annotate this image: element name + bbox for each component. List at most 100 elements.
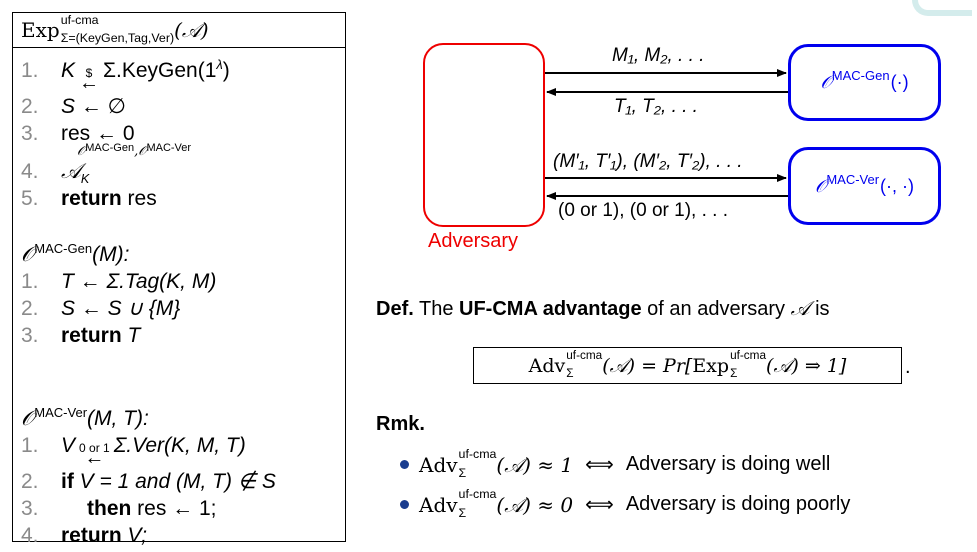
ver-oracle-title: 𝒪MAC-Ver(M, T): <box>21 405 276 432</box>
line-number: 1. <box>21 270 39 293</box>
close-paren: ) <box>222 59 230 82</box>
exp-argument: (𝒜) <box>174 18 209 42</box>
dollar-label: $ <box>85 66 93 80</box>
step-body: then res ← 1; <box>61 495 217 522</box>
step-line: 1. T ← Σ.Tag(K, M) <box>21 268 216 295</box>
gen-box-name: MAC-Gen <box>831 68 890 83</box>
adversary-call: 𝒜K 𝒪MAC-Gen,𝒪MAC-Ver <box>61 142 191 187</box>
defined-term: UF-CMA advantage <box>459 298 642 320</box>
return-keyword: return <box>61 524 122 547</box>
step-line: 2. if V = 1 and (M, T) ∉ S <box>21 468 276 495</box>
if-keyword: if <box>61 470 74 493</box>
return-value: V; <box>121 524 147 547</box>
gen-oracle-signature: 𝒪MAC-Gen(M): <box>21 241 129 268</box>
step-body: return V; <box>61 522 147 549</box>
return-value: T <box>121 324 141 347</box>
line-number: 1. <box>21 434 39 457</box>
then-keyword: then <box>87 497 132 520</box>
step-line: 2. S ← ∅ <box>21 93 230 120</box>
adversary-key-sub: K <box>80 172 90 187</box>
gen-oracle-definition: 𝒪MAC-Gen(M): 1. T ← Σ.Tag(K, M) 2. S ← S… <box>21 241 216 349</box>
remark-text: Adversary is doing poorly <box>625 493 851 515</box>
line-number: 1. <box>21 59 39 82</box>
exp-sub: Σ <box>730 366 738 380</box>
step-body: K$←Σ.KeyGen(1λ) <box>61 57 230 93</box>
line-number: 3. <box>21 122 39 145</box>
line-number: 2. <box>21 95 39 118</box>
step-line: 5. return res <box>21 185 230 212</box>
remark-heading: Rmk. <box>376 413 425 435</box>
bullet-icon <box>400 500 409 509</box>
step-body: return res <box>61 185 157 212</box>
random-assign-arrow: $← <box>79 67 99 93</box>
adv-symbol: Adv <box>419 452 458 477</box>
oracle-o-1: 𝒪 <box>77 144 86 159</box>
adversary-symbol: 𝒜 <box>61 159 81 183</box>
arrow-label-verification-bits: (0 or 1), (0 or 1), . . . <box>558 200 728 221</box>
oracle-o: 𝒪 <box>21 242 35 266</box>
arrow-label-tags: T₁, T₂, . . . <box>614 96 698 117</box>
formula-period: . <box>905 356 911 378</box>
oracle-args: (M): <box>92 243 130 266</box>
assign-arrow: 0 or 1← <box>79 442 110 468</box>
assign-empty: ← ∅ <box>75 95 126 118</box>
set-var: S <box>61 95 76 118</box>
return-value: res <box>121 187 157 210</box>
exp-symbol: Exp <box>692 354 730 377</box>
line-number: 3. <box>21 497 39 520</box>
step-line: 4. return V; <box>21 522 276 549</box>
ver-box-o: 𝒪 <box>814 175 827 197</box>
condition: V = 1 and (M, T) ∉ S <box>73 470 276 493</box>
bullet-icon <box>400 460 409 469</box>
line-number: 2. <box>21 470 39 493</box>
exp-superscript: uf-cma <box>60 12 99 27</box>
step-line: 1. K$←Σ.KeyGen(1λ) <box>21 57 230 93</box>
line-number: 3. <box>21 324 39 347</box>
arrow-label-messages: M₁, M₂, . . . <box>612 45 705 66</box>
left-arrow-icon: ← <box>84 447 105 469</box>
oracle-name: MAC-Ver <box>34 405 88 420</box>
iff-symbol: ⟺ <box>585 494 614 516</box>
oracle-args: (M, T): <box>87 407 149 430</box>
step-body: S ← S ∪ {M} <box>61 297 181 320</box>
ver-box-name: MAC-Ver <box>826 171 880 187</box>
step-body: S ← ∅ <box>61 93 126 120</box>
def-adversary: 𝒜 <box>790 296 810 320</box>
step-body: if V = 1 and (M, T) ∉ S <box>61 468 276 495</box>
adv-sup: uf-cma <box>458 447 497 462</box>
v-var: V <box>61 434 76 457</box>
exp-sup: uf-cma <box>730 348 767 362</box>
adv-sub: Σ <box>458 505 467 520</box>
line-number: 2. <box>21 297 39 320</box>
ver-call: Σ.Ver(K, M, T) <box>113 434 246 457</box>
oracle-name: MAC-Gen <box>34 241 93 256</box>
adv-sup: uf-cma <box>566 348 603 362</box>
keygen-call: Σ.KeyGen(1 <box>103 59 217 82</box>
adv-sup: uf-cma <box>458 487 497 502</box>
oracle-o: 𝒪 <box>21 406 35 430</box>
zero-or-one-label: 0 or 1 <box>79 441 110 455</box>
oracle-access-sup: 𝒪MAC-Gen,𝒪MAC-Ver <box>77 142 191 159</box>
step-body: T ← Σ.Tag(K, M) <box>61 270 217 293</box>
return-keyword: return <box>61 324 122 347</box>
oracle-o-2: ,𝒪 <box>134 144 147 159</box>
adv-approx: (𝒜) ≈ 1 <box>496 452 574 477</box>
adversary-label: Adversary <box>428 230 519 252</box>
step-line: 3. then res ← 1; <box>21 495 276 522</box>
key-var: K <box>61 59 76 82</box>
adversary-box <box>423 43 545 227</box>
adv-symbol: Adv <box>528 354 566 377</box>
step-body: return T <box>61 322 140 349</box>
lambda-sup: λ <box>216 57 223 72</box>
